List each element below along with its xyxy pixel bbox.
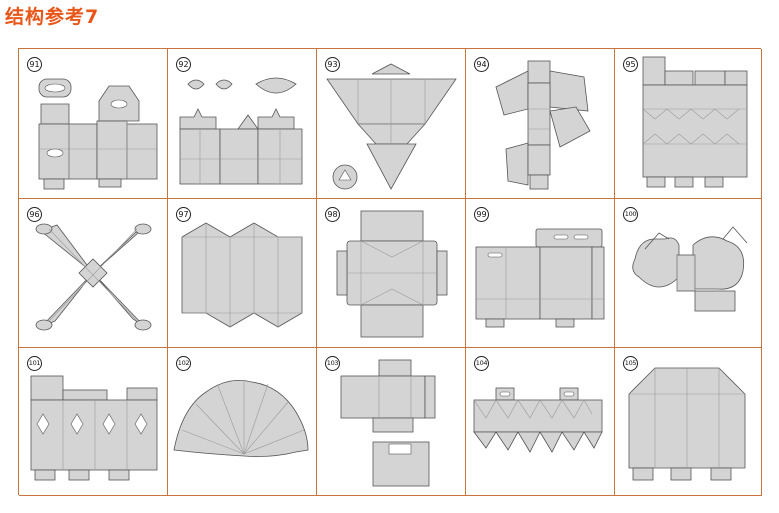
die-cut-102 (173, 379, 309, 457)
die-cut-95 (642, 56, 748, 188)
die-cut-105 (628, 367, 746, 481)
panel-number: 105 (623, 356, 638, 371)
structure-grid: 91 92 (18, 48, 762, 496)
panel-99: 99 (466, 199, 615, 348)
die-cut-91 (38, 78, 158, 190)
die-cut-92 (179, 77, 303, 185)
panel-number: 98 (325, 207, 340, 222)
panel-number: 95 (623, 57, 638, 72)
panel-101: 101 (19, 348, 168, 496)
panel-97: 97 (168, 199, 317, 348)
panel-number: 92 (176, 57, 191, 72)
die-cut-104 (473, 387, 603, 453)
panel-98: 98 (317, 199, 466, 348)
die-cut-101 (30, 375, 158, 481)
panel-102: 102 (168, 348, 317, 496)
panel-105: 105 (615, 348, 762, 496)
panel-96: 96 (19, 199, 168, 348)
die-cut-99 (475, 228, 605, 328)
panel-104: 104 (466, 348, 615, 496)
panel-93: 93 (317, 49, 466, 199)
die-cut-94 (495, 60, 591, 190)
die-cut-100 (632, 226, 748, 312)
panel-number: 94 (474, 57, 489, 72)
panel-95: 95 (615, 49, 762, 199)
panel-number: 101 (27, 356, 42, 371)
panel-number: 102 (176, 356, 191, 371)
panel-number: 100 (623, 207, 638, 222)
panel-92: 92 (168, 49, 317, 199)
panel-94: 94 (466, 49, 615, 199)
die-cut-97 (181, 222, 303, 328)
panel-number: 99 (474, 207, 489, 222)
die-cut-93 (326, 63, 457, 190)
page-title: 结构参考7 (5, 6, 100, 28)
panel-103: 103 (317, 348, 466, 496)
die-cut-98 (336, 210, 448, 338)
panel-91: 91 (19, 49, 168, 199)
panel-number: 103 (325, 356, 340, 371)
die-cut-103 (340, 359, 436, 487)
panel-number: 97 (176, 207, 191, 222)
panel-100: 100 (615, 199, 762, 348)
die-cut-96 (35, 223, 152, 331)
panel-number: 104 (474, 356, 489, 371)
panel-number: 91 (27, 57, 42, 72)
panel-number: 93 (325, 57, 340, 72)
panel-number: 96 (27, 207, 42, 222)
